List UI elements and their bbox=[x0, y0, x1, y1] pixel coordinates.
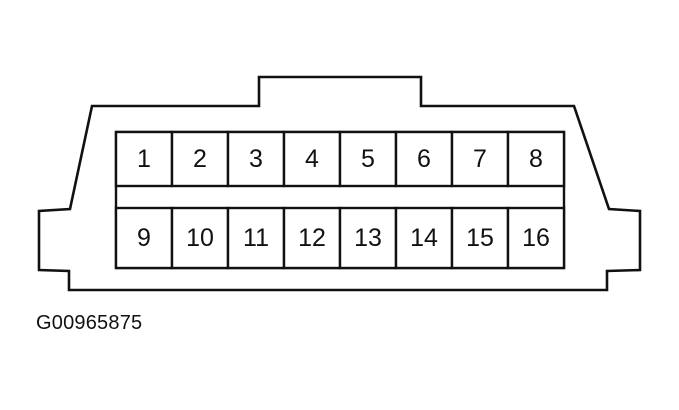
pin-number-label: 9 bbox=[137, 224, 151, 252]
pin-7: 7 bbox=[450, 130, 510, 188]
pin-13: 13 bbox=[338, 206, 398, 270]
pin-cell bbox=[226, 206, 286, 270]
pin-number-label: 15 bbox=[466, 224, 494, 252]
pin-number-label: 12 bbox=[298, 224, 326, 252]
pin-4: 4 bbox=[282, 130, 342, 188]
pin-cell bbox=[394, 130, 454, 188]
pin-number-label: 10 bbox=[186, 224, 214, 252]
pin-number-label: 13 bbox=[354, 224, 382, 252]
pin-9: 9 bbox=[114, 206, 174, 270]
figure-id: G00965875 bbox=[36, 312, 143, 334]
pin-10: 10 bbox=[170, 206, 230, 270]
pin-number-label: 11 bbox=[243, 224, 269, 252]
pin-14: 14 bbox=[394, 206, 454, 270]
pin-cell bbox=[394, 206, 454, 270]
pin-number-label: 7 bbox=[473, 145, 487, 173]
pin-number-label: 4 bbox=[305, 145, 319, 173]
pin-number-label: 8 bbox=[529, 145, 543, 173]
top-pin-row: 1 2 3 4 5 6 7 8 bbox=[114, 130, 566, 188]
pin-cell bbox=[338, 206, 398, 270]
pin-5: 5 bbox=[338, 130, 398, 188]
pin-number-label: 16 bbox=[522, 224, 550, 252]
pin-cell bbox=[282, 130, 342, 188]
pin-1: 1 bbox=[114, 130, 174, 188]
pin-3: 3 bbox=[226, 130, 286, 188]
pin-6: 6 bbox=[394, 130, 454, 188]
pin-11: 11 bbox=[226, 206, 286, 270]
pin-12: 12 bbox=[282, 206, 342, 270]
pin-cell bbox=[338, 130, 398, 188]
pin-8: 8 bbox=[506, 130, 566, 188]
pin-2: 2 bbox=[170, 130, 230, 188]
bottom-pin-row: 9 10 11 12 13 14 15 16 bbox=[114, 206, 566, 270]
pin-cell bbox=[506, 130, 566, 188]
pin-16: 16 bbox=[506, 206, 566, 270]
pin-number-label: 1 bbox=[137, 145, 151, 173]
pin-cell bbox=[226, 130, 286, 188]
pin-number-label: 6 bbox=[417, 145, 431, 173]
pin-number-label: 5 bbox=[361, 145, 375, 173]
pin-cell bbox=[506, 206, 566, 270]
pin-cell bbox=[114, 130, 174, 188]
pin-15: 15 bbox=[450, 206, 510, 270]
pin-number-label: 3 bbox=[249, 145, 263, 173]
pin-number-label: 2 bbox=[193, 145, 207, 173]
pin-number-label: 14 bbox=[410, 224, 438, 252]
